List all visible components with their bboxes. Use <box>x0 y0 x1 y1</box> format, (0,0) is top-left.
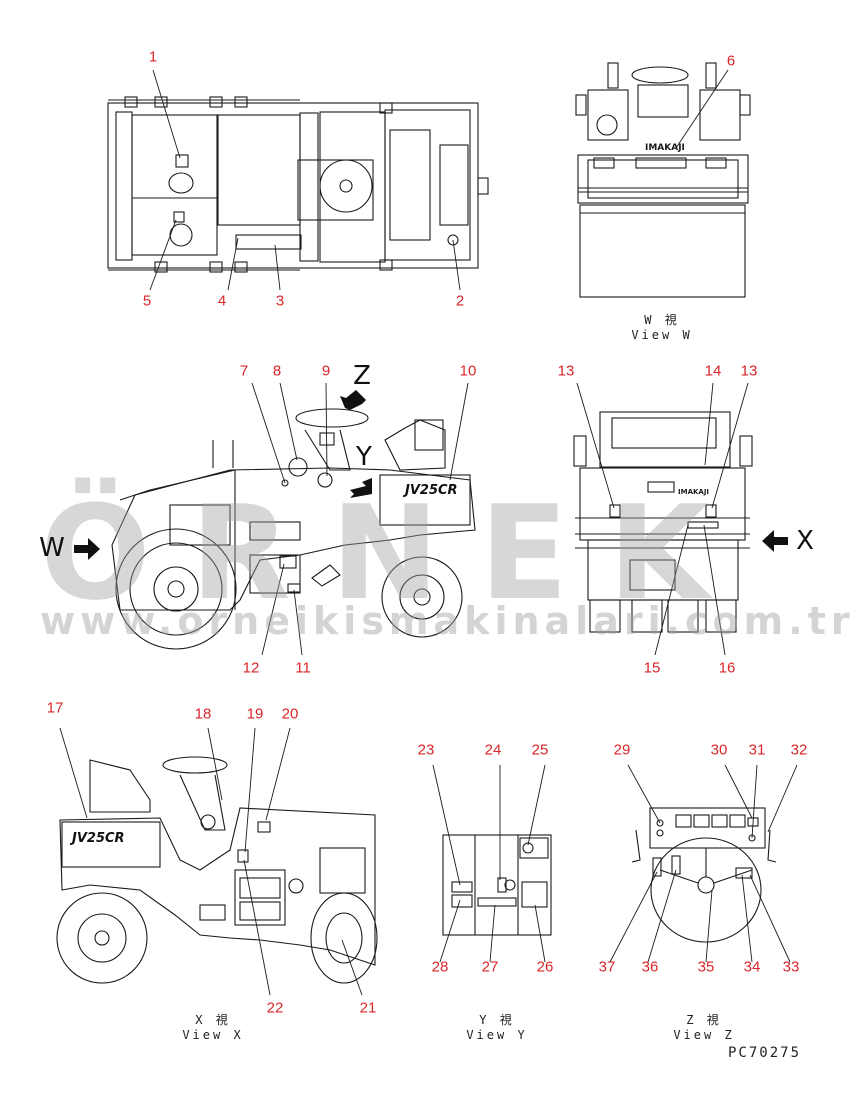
view-x-drawing <box>56 756 378 984</box>
callout-13-left: 13 <box>557 362 575 380</box>
callout-33: 33 <box>782 958 800 976</box>
callout-5: 5 <box>142 292 152 310</box>
callout-2: 2 <box>455 292 465 310</box>
view-y-leaders <box>432 764 546 963</box>
callout-31: 31 <box>748 741 766 759</box>
rear-view-leaders <box>576 382 749 656</box>
view-w-drawing <box>575 62 751 298</box>
callout-14: 14 <box>704 362 722 380</box>
caption-view-w: W 視 View W <box>631 313 692 343</box>
view-w-leader <box>675 69 729 149</box>
callout-22: 22 <box>266 999 284 1017</box>
callout-6: 6 <box>726 52 736 70</box>
side-view-leaders <box>251 382 469 656</box>
direction-letter-x: X <box>796 526 814 556</box>
top-view-drawing <box>107 96 489 273</box>
arrow-x <box>762 530 788 552</box>
callout-29: 29 <box>613 741 631 759</box>
view-w-badge: IMAKAJI <box>645 143 685 153</box>
callout-20: 20 <box>281 705 299 723</box>
arrow-z <box>340 390 366 410</box>
view-y-drawing <box>442 834 552 936</box>
caption-view-y-line1: Y 視 <box>479 1013 515 1027</box>
arrow-y <box>350 478 372 498</box>
caption-view-y-line2: View Y <box>466 1028 528 1042</box>
callout-26: 26 <box>536 958 554 976</box>
callout-18: 18 <box>194 705 212 723</box>
arrow-w <box>74 538 100 560</box>
callout-11: 11 <box>295 659 311 677</box>
direction-letter-y: Y <box>356 442 372 472</box>
callout-16: 16 <box>718 659 736 677</box>
caption-view-z: Z 視 View Z <box>673 1013 734 1043</box>
rear-view-badge: IMAKAJI <box>678 488 709 496</box>
callout-12: 12 <box>242 659 260 677</box>
caption-view-x: X 視 View X <box>182 1013 243 1043</box>
direction-letter-w: W <box>39 533 65 563</box>
callout-34: 34 <box>743 958 761 976</box>
callout-17: 17 <box>46 699 64 717</box>
callout-24: 24 <box>484 741 502 759</box>
direction-arrows <box>74 390 788 560</box>
drawing-code: PC70275 <box>728 1045 802 1061</box>
top-view-leaders <box>149 69 461 291</box>
callout-23: 23 <box>417 741 435 759</box>
side-view-brand-label: JV25CR <box>402 483 458 498</box>
caption-view-y: Y 視 View Y <box>466 1013 527 1043</box>
callout-32: 32 <box>790 741 808 759</box>
callout-21: 21 <box>359 999 377 1017</box>
direction-letter-z: Z <box>353 361 371 391</box>
callout-28: 28 <box>431 958 449 976</box>
callout-1: 1 <box>148 48 158 66</box>
callout-37: 37 <box>598 958 616 976</box>
callout-15: 15 <box>643 659 661 677</box>
caption-view-x-line2: View X <box>182 1028 244 1042</box>
watermark-url: www.orneikismakinalari.com.tr <box>40 599 852 643</box>
view-z-leaders <box>609 764 798 963</box>
callout-3: 3 <box>275 292 285 310</box>
callout-35: 35 <box>697 958 715 976</box>
callout-13-right: 13 <box>740 362 758 380</box>
callout-10: 10 <box>459 362 477 380</box>
caption-view-z-line1: Z 視 <box>686 1013 722 1027</box>
callout-7: 7 <box>239 362 249 380</box>
caption-view-w-line2: View W <box>631 328 693 342</box>
caption-view-w-line1: W 視 <box>644 313 680 327</box>
callout-27: 27 <box>481 958 499 976</box>
caption-view-z-line2: View Z <box>673 1028 735 1042</box>
view-x-brand-label: JV25CR <box>69 831 125 846</box>
callout-19: 19 <box>246 705 264 723</box>
callout-8: 8 <box>272 362 282 380</box>
caption-view-x-line1: X 視 <box>195 1013 231 1027</box>
callout-25: 25 <box>531 741 549 759</box>
callout-4: 4 <box>217 292 227 310</box>
watermark-brand: ÖRNEK <box>40 477 749 629</box>
view-x-leaders <box>59 727 363 996</box>
callout-36: 36 <box>641 958 659 976</box>
view-z-drawing <box>631 807 777 943</box>
callout-9: 9 <box>321 362 331 380</box>
callout-30: 30 <box>710 741 728 759</box>
